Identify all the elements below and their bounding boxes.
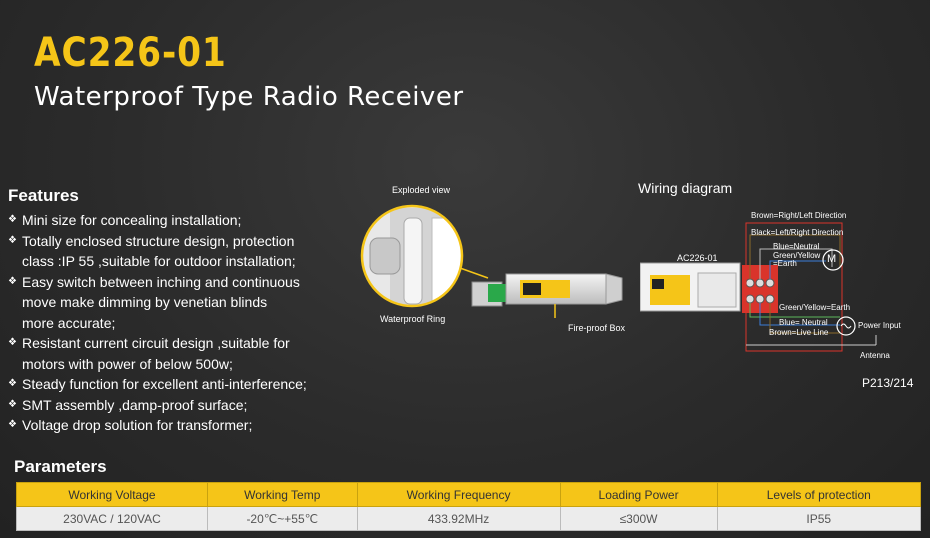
power-input-label: Power Input xyxy=(858,321,901,330)
wire-green-yellow-earth-label: Green/Yellow=Earth xyxy=(779,303,851,312)
waterproof-ring-label: Waterproof Ring xyxy=(380,314,446,324)
antenna-label: Antenna xyxy=(860,351,890,360)
wire-brown-label: Brown=Right/Left Direction xyxy=(751,211,847,220)
column-header: Working Temp xyxy=(206,482,358,507)
wiring-diagram xyxy=(640,222,877,352)
table-row: 230VAC / 120VAC -20℃~+55℃ 433.92MHz ≤300… xyxy=(16,506,922,531)
column-header: Loading Power xyxy=(559,482,718,507)
wiring-diagram-title: Wiring diagram xyxy=(638,180,733,196)
feature-item: Voltage drop solution for transformer; xyxy=(8,415,368,436)
table-cell: ≤300W xyxy=(559,506,718,531)
parameters-heading: Parameters xyxy=(14,457,107,476)
wire-green-yellow-label: Green/Yellow xyxy=(773,251,821,260)
feature-item: Totally enclosed structure design, prote… xyxy=(8,231,368,252)
model-title: AC226-01 xyxy=(34,30,227,76)
wire-earth-label: =Earth xyxy=(773,259,797,268)
wire-blue-neutral-label: Blue= Neutral xyxy=(779,318,828,327)
motor-symbol: M xyxy=(827,253,837,265)
features-list: Mini size for concealing installation; T… xyxy=(8,210,368,436)
exploded-view-illustration xyxy=(360,204,623,318)
feature-item: Steady function for excellent anti-inter… xyxy=(8,374,368,395)
waterproof-ring-zoom xyxy=(362,206,462,306)
table-cell: 433.92MHz xyxy=(356,506,561,531)
feature-item: more accurate; xyxy=(22,314,116,331)
table-header-row: Working Voltage Working Temp Working Fre… xyxy=(16,482,922,507)
device-label: AC226-01 xyxy=(677,253,718,263)
wire-blue-label: Blue=Neutral xyxy=(773,242,820,251)
exploded-view-label: Exploded view xyxy=(392,185,451,195)
feature-item: Resistant current circuit design ,suitab… xyxy=(8,333,368,354)
table-cell: -20℃~+55℃ xyxy=(206,506,358,531)
feature-item: Mini size for concealing installation; xyxy=(8,210,368,231)
feature-item: SMT assembly ,damp-proof surface; xyxy=(8,395,368,416)
column-header: Working Voltage xyxy=(16,482,208,507)
feature-item: motors with power of below 500w; xyxy=(22,355,233,372)
feature-item: move make dimming by venetian blinds xyxy=(22,294,268,310)
features-heading: Features xyxy=(8,186,79,205)
feature-item: Easy switch between inching and continuo… xyxy=(8,272,368,293)
table-cell: 230VAC / 120VAC xyxy=(16,506,208,531)
fire-proof-box-label: Fire-proof Box xyxy=(568,323,626,333)
product-subtitle: Waterproof Type Radio Receiver xyxy=(34,82,464,112)
parameters-table: Working Voltage Working Temp Working Fre… xyxy=(16,482,922,531)
feature-item: class :IP 55 ,suitable for outdoor insta… xyxy=(22,253,296,269)
table-cell: IP55 xyxy=(716,506,922,531)
wire-black-label: Black=Left/Right Direction xyxy=(751,228,844,237)
wire-brown-live-label: Brown=Live Line xyxy=(769,328,829,337)
column-header: Levels of protection xyxy=(716,482,922,507)
page-reference: P213/214 xyxy=(862,376,914,390)
column-header: Working Frequency xyxy=(356,482,561,507)
